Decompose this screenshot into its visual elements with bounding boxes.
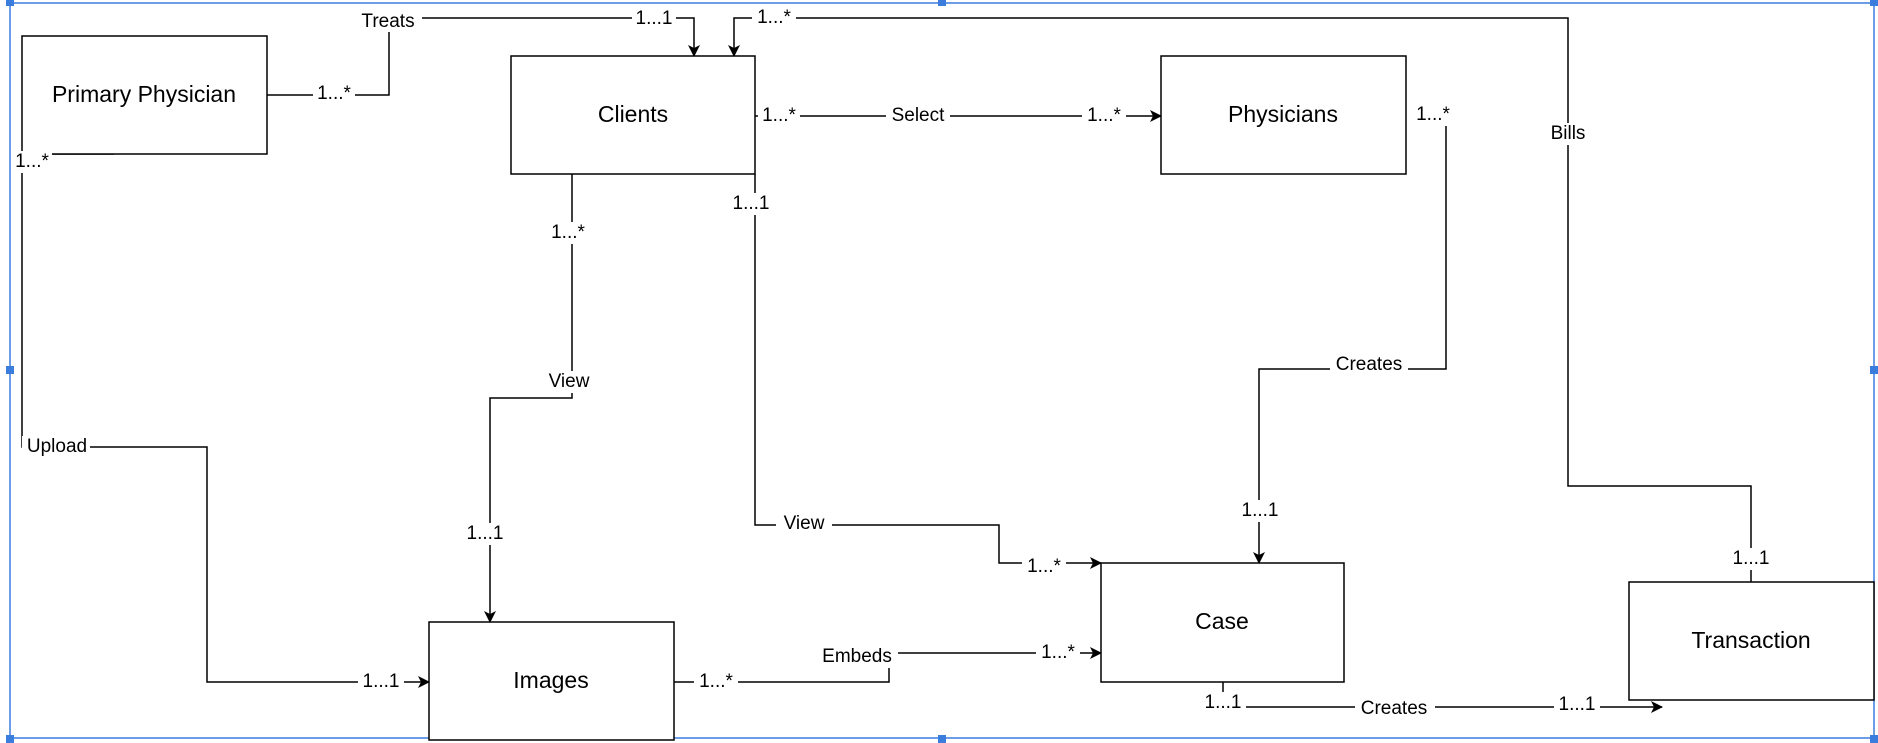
multiplicity-pp-upload: 1...*: [12, 151, 52, 173]
svg-text:1...*: 1...*: [1027, 556, 1061, 577]
edge-creates-case[interactable]: [1253, 116, 1447, 564]
entity-case[interactable]: Case: [1100, 562, 1345, 683]
svg-text:1...1: 1...1: [636, 8, 673, 29]
handle-top-center[interactable]: [938, 0, 946, 6]
relation-label-upload: Upload: [22, 436, 90, 458]
multiplicity-images-embeds: 1...*: [694, 671, 738, 693]
svg-text:View: View: [549, 371, 590, 392]
handle-top-right[interactable]: [1870, 0, 1878, 6]
multiplicity-case-creates-tx: 1...1: [1200, 692, 1246, 714]
svg-text:1...1: 1...1: [1242, 500, 1279, 521]
svg-text:1...*: 1...*: [757, 7, 791, 28]
svg-text:1...*: 1...*: [551, 222, 585, 243]
svg-text:Creates: Creates: [1336, 354, 1403, 375]
svg-text:1...1: 1...1: [733, 193, 770, 214]
relation-label-view-images: View: [541, 371, 599, 393]
entity-label: Physicians: [1228, 101, 1338, 127]
entity-label: Images: [513, 667, 588, 693]
relation-label-creates-transaction: Creates: [1355, 698, 1435, 720]
handle-bottom-left[interactable]: [6, 735, 14, 743]
multiplicity-physicians-select: 1...*: [1082, 105, 1126, 127]
svg-text:1...*: 1...*: [699, 671, 733, 692]
relation-label-treats: Treats: [354, 10, 422, 32]
handle-top-left[interactable]: [6, 0, 14, 6]
handle-bottom-center[interactable]: [938, 735, 946, 743]
svg-text:Creates: Creates: [1361, 698, 1428, 719]
relation-label-view-case: View: [776, 513, 832, 536]
relation-label-select: Select: [886, 105, 950, 127]
svg-text:1...1: 1...1: [1559, 694, 1596, 715]
entity-label: Transaction: [1691, 627, 1810, 653]
svg-text:1...*: 1...*: [15, 151, 49, 172]
svg-text:1...*: 1...*: [317, 83, 351, 104]
multiplicity-clients-view-images: 1...*: [546, 222, 590, 244]
svg-text:1...1: 1...1: [467, 523, 504, 544]
svg-text:Embeds: Embeds: [822, 646, 892, 667]
entity-label: Primary Physician: [52, 81, 236, 107]
relation-label-bills: Bills: [1548, 123, 1588, 145]
entity-primary-physician[interactable]: Primary Physician: [21, 35, 268, 155]
handle-middle-right[interactable]: [1870, 366, 1878, 374]
svg-text:1...1: 1...1: [1205, 692, 1242, 713]
multiplicity-case-creates: 1...1: [1237, 500, 1283, 522]
multiplicity-pp-treats: 1...*: [313, 82, 355, 104]
edge-view-images[interactable]: [484, 174, 573, 623]
multiplicity-clients-treats: 1...1: [632, 8, 676, 30]
multiplicity-transaction-creates: 1...1: [1554, 694, 1600, 716]
edge-upload[interactable]: [21, 154, 430, 688]
svg-text:1...*: 1...*: [1416, 104, 1450, 125]
multiplicity-clients-view-case: 1...1: [728, 193, 774, 215]
multiplicity-transaction-bills: 1...1: [1728, 548, 1774, 570]
svg-text:View: View: [784, 513, 825, 534]
multiplicity-clients-bills: 1...*: [752, 7, 796, 29]
svg-text:1...*: 1...*: [1087, 105, 1121, 126]
entity-clients[interactable]: Clients: [510, 55, 756, 175]
multiplicity-images-upload: 1...1: [358, 671, 404, 693]
relation-label-creates-case: Creates: [1330, 354, 1408, 376]
multiplicity-physicians-creates: 1...*: [1411, 104, 1455, 126]
multiplicity-case-view: 1...*: [1022, 556, 1066, 578]
multiplicity-images-view: 1...1: [462, 523, 508, 545]
svg-text:Upload: Upload: [27, 436, 87, 457]
entity-transaction[interactable]: Transaction: [1628, 581, 1875, 701]
svg-text:Select: Select: [892, 105, 946, 126]
svg-text:1...*: 1...*: [1041, 642, 1075, 663]
entity-label: Clients: [598, 101, 668, 127]
selection-handles: [6, 0, 1878, 743]
multiplicity-case-embeds: 1...*: [1036, 642, 1080, 664]
svg-text:1...1: 1...1: [1733, 548, 1770, 569]
entity-physicians[interactable]: Physicians: [1160, 55, 1407, 175]
multiplicity-clients-select: 1...*: [758, 105, 800, 127]
edge-bills[interactable]: [728, 17, 1752, 582]
svg-text:Treats: Treats: [361, 11, 414, 32]
entity-label: Case: [1195, 608, 1249, 634]
handle-bottom-right[interactable]: [1870, 735, 1878, 743]
relation-label-embeds: Embeds: [818, 646, 898, 668]
svg-text:1...*: 1...*: [762, 105, 796, 126]
handle-middle-left[interactable]: [6, 366, 14, 374]
svg-text:1...1: 1...1: [363, 671, 400, 692]
entity-images[interactable]: Images: [428, 621, 675, 741]
svg-text:Bills: Bills: [1551, 123, 1586, 144]
edge-view-case[interactable]: [754, 174, 1102, 569]
